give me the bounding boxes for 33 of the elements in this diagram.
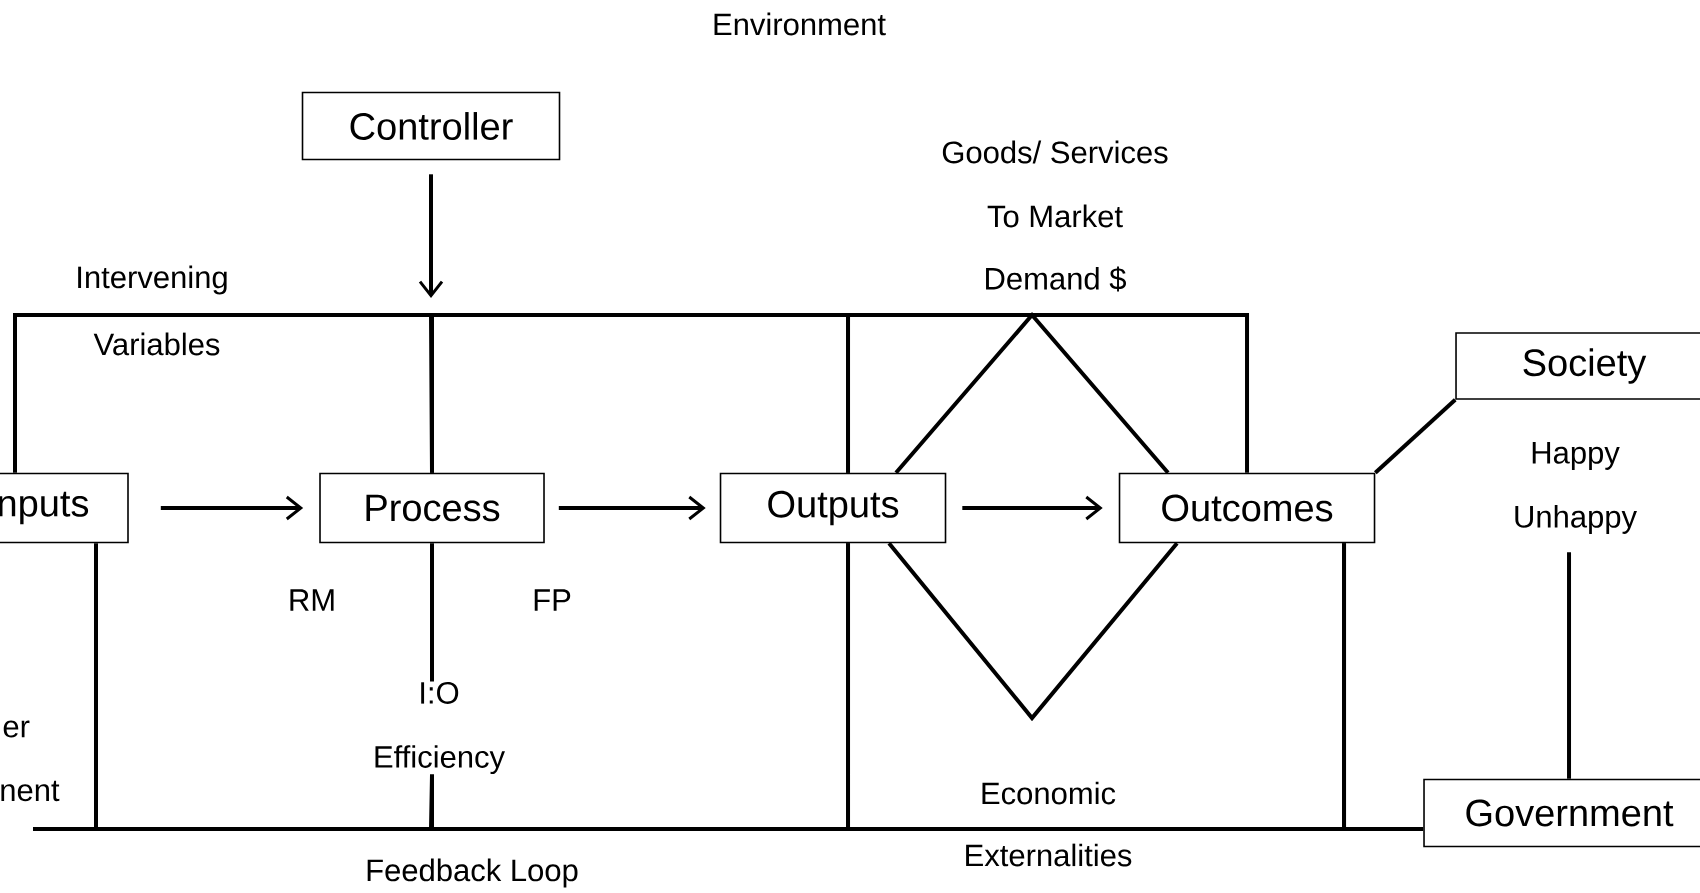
label-text: Feedback Loop — [367, 858, 578, 888]
label-text: RM — [290, 589, 334, 611]
label-text: nent — [1, 780, 60, 802]
label-text: Demand $ — [986, 266, 1126, 292]
process-box: nputs — [0, 472, 129, 544]
connector-line — [1373, 398, 1457, 475]
process-box: Outcomes — [1118, 472, 1376, 544]
connector-line — [894, 311, 1170, 474]
label-text: To Market — [987, 204, 1123, 228]
label-text: FP — [534, 589, 571, 611]
stakeholder-box: Government — [1423, 778, 1700, 848]
label-text: Variables — [93, 332, 220, 356]
connector-line — [887, 542, 1179, 722]
label-text: Economic — [982, 781, 1116, 805]
node-text: Happy Unhappy — [1515, 442, 1637, 534]
connector-line — [846, 313, 1249, 473]
label-text: Goods/ Services — [942, 140, 1168, 164]
title: Environment — [714, 12, 886, 36]
label-text: er — [3, 720, 30, 738]
arrow — [418, 174, 444, 298]
connector-line — [430, 543, 434, 682]
label-text: Externalities — [966, 843, 1132, 867]
controller-box: Controller — [301, 91, 561, 161]
connector-line — [1567, 552, 1572, 779]
arrow — [160, 495, 304, 521]
stakeholder-box: Society — [1455, 332, 1700, 400]
arrow — [558, 495, 706, 521]
node-text: I:O Efficiency — [375, 681, 505, 775]
connector-line — [1342, 543, 1424, 831]
process-box: Process — [319, 472, 545, 544]
label-text: Intervening — [78, 265, 227, 295]
arrow — [962, 495, 1103, 521]
process-box: Outputs — [719, 472, 947, 544]
